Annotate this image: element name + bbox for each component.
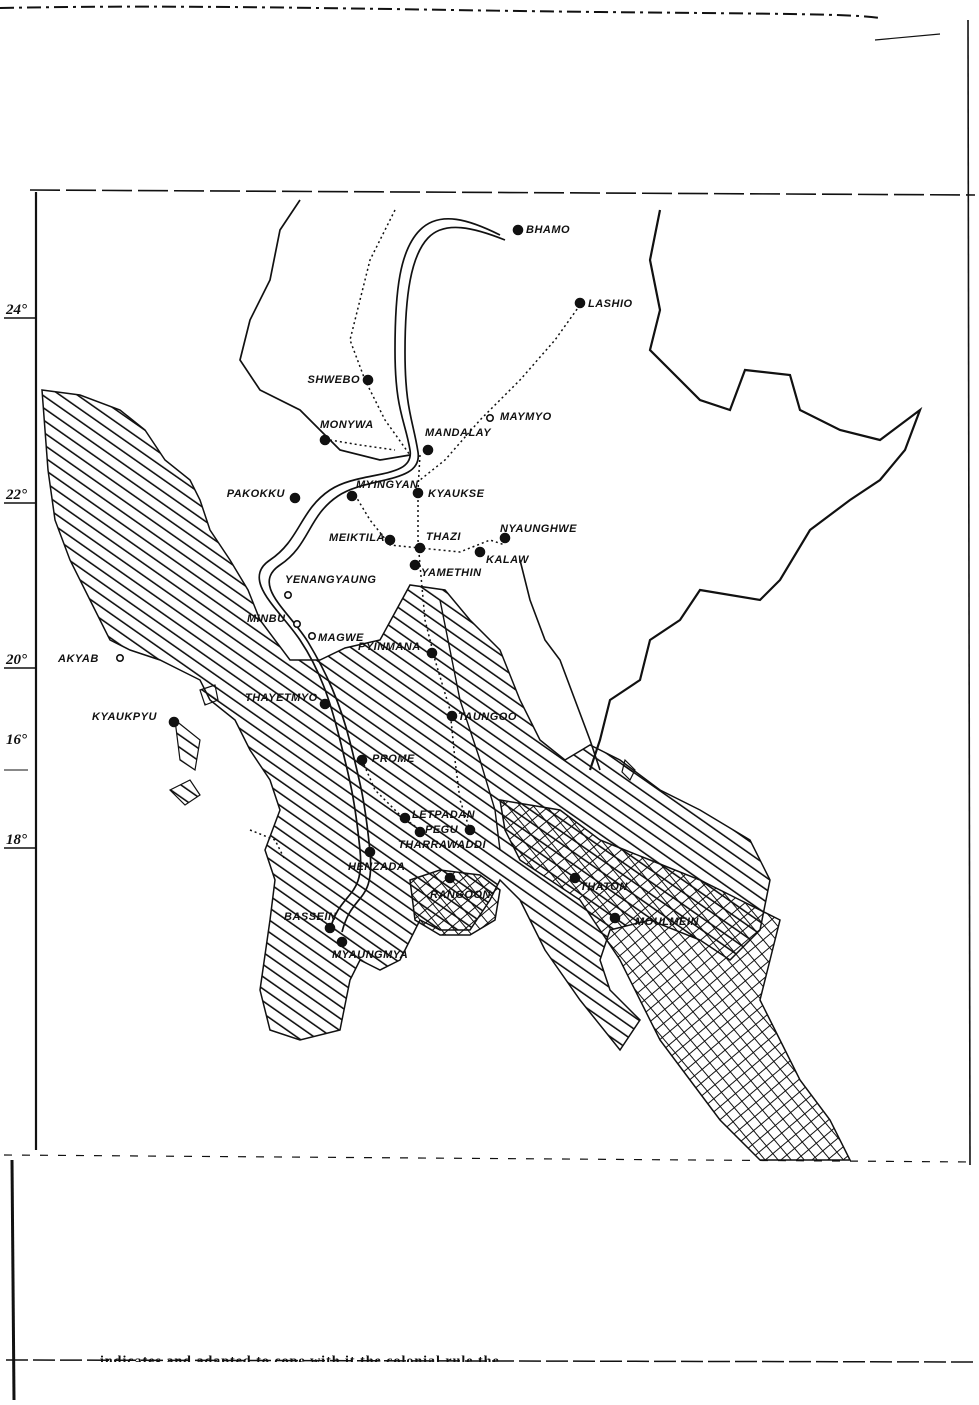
town-label-letpadan: LETPADAN: [412, 809, 476, 821]
town-label-myaungmya: MYAUNGMYA: [332, 949, 408, 961]
town-label-thazi: THAZI: [426, 531, 461, 543]
town-marker-prome: [356, 754, 368, 766]
town-marker-kyaukse: [412, 487, 424, 499]
town-label-myingyan: MYINGYAN: [356, 479, 419, 491]
town-label-meiktila: MEIKTILA: [329, 532, 385, 544]
town-label-tharrawaddi: THARRAWADDI: [398, 839, 486, 851]
town-marker-nyaunghwe: [499, 532, 511, 544]
chindwin-river: [239, 199, 411, 461]
town-label-thayetmyo: THAYETMYO: [245, 692, 318, 704]
town-marker-bhamo: [512, 224, 524, 236]
town-label-kalaw: KALAW: [486, 554, 530, 566]
page-frame: [0, 5, 976, 1401]
town-label-akyab: AKYAB: [57, 653, 99, 665]
salween-river: [519, 559, 601, 771]
town-marker-pyinmana: [426, 647, 438, 659]
shan-boundary: [588, 209, 923, 771]
town-marker-letpadan: [399, 812, 411, 824]
town-marker-taungoo: [446, 710, 458, 722]
crosshatched-zone: [499, 799, 852, 1161]
town-label-magwe: MAGWE: [318, 632, 364, 644]
town-marker-magwe: [307, 631, 316, 640]
town-label-henzada: HENZADA: [348, 861, 405, 873]
latitude-ticks: [4, 317, 36, 849]
town-label-lashio: LASHIO: [588, 298, 633, 310]
town-label-bassein: BASSEIN: [284, 911, 337, 923]
town-marker-moulmein: [609, 912, 621, 924]
sittang-river: [439, 599, 501, 851]
town-marker-pegu: [464, 824, 476, 836]
town-label-shwebo: SHWEBO: [308, 374, 361, 386]
town-marker-yamethin: [409, 559, 421, 571]
town-label-prome: PROME: [372, 753, 415, 765]
town-marker-yenangyaung: [283, 590, 292, 599]
town-marker-meiktila: [384, 534, 396, 546]
town-marker-myingyan: [346, 490, 358, 502]
town-label-minbu: MINBU: [247, 613, 286, 625]
page-caption: indicates and adapted to cope with it th…: [100, 1354, 500, 1369]
town-marker-rangoon: [444, 872, 456, 884]
town-label-maymyo: MAYMYO: [500, 411, 552, 423]
town-marker-lashio: [574, 297, 586, 309]
town-marker-maymyo: [485, 413, 494, 422]
town-label-taungoo: TAUNGOO: [458, 711, 517, 723]
latitude-label-22: 22°: [5, 487, 27, 503]
town-label-mandalay: MANDALAY: [425, 427, 492, 439]
irrawaddy-river: [258, 217, 506, 933]
town-marker-tharrawaddi: [414, 826, 426, 838]
town-marker-thazi: [414, 542, 426, 554]
town-marker-pakokku: [289, 492, 301, 504]
town-marker-kyaukpyu: [168, 716, 180, 728]
town-label-rangoon: RANGOON: [430, 889, 492, 901]
town-label-pyinmana: PYINMANA: [358, 641, 421, 653]
islands: [168, 684, 636, 806]
latitude-label-18: 18°: [6, 832, 27, 848]
town-marker-thayetmyo: [319, 698, 331, 710]
town-marker-thaton: [569, 872, 581, 884]
town-label-pakokku: PAKOKKU: [227, 488, 286, 500]
town-marker-shwebo: [362, 374, 374, 386]
town-marker-monywa: [319, 434, 331, 446]
town-marker-kalaw: [474, 546, 486, 558]
town-label-yamethin: YAMETHIN: [421, 567, 482, 579]
town-label-pegu: PEGU: [425, 824, 459, 836]
town-marker-bassein: [324, 922, 336, 934]
town-label-monywa: MONYWA: [320, 419, 374, 431]
town-label-bhamo: BHAMO: [526, 224, 570, 236]
latitude-labels: 24° 22° 20° 18° 16°: [5, 302, 27, 848]
town-label-kyaukpyu: KYAUKPYU: [92, 711, 157, 723]
town-label-thaton: THATON: [580, 881, 628, 893]
latitude-label-20: 20°: [5, 652, 27, 668]
town-marker-mandalay: [422, 444, 434, 456]
town-markers: BHAMO LASHIO SHWEBO MAYMYO MONYWA MANDALAY PAK…: [57, 224, 699, 961]
town-marker-akyab: [116, 653, 125, 662]
crosshatched-delta: [409, 869, 501, 936]
town-label-nyaunghwe: NYAUNGHWE: [500, 523, 577, 535]
town-label-yenangyaung: YENANGYAUNG: [285, 574, 376, 586]
town-marker-henzada: [364, 846, 376, 858]
latitude-label-16: 16°: [6, 732, 27, 748]
town-marker-myaungmya: [336, 936, 348, 948]
town-label-kyaukse: KYAUKSE: [428, 488, 485, 500]
town-label-moulmein: MOULMEIN: [635, 916, 699, 928]
town-marker-minbu: [292, 619, 301, 628]
latitude-label-24: 24°: [5, 302, 27, 318]
